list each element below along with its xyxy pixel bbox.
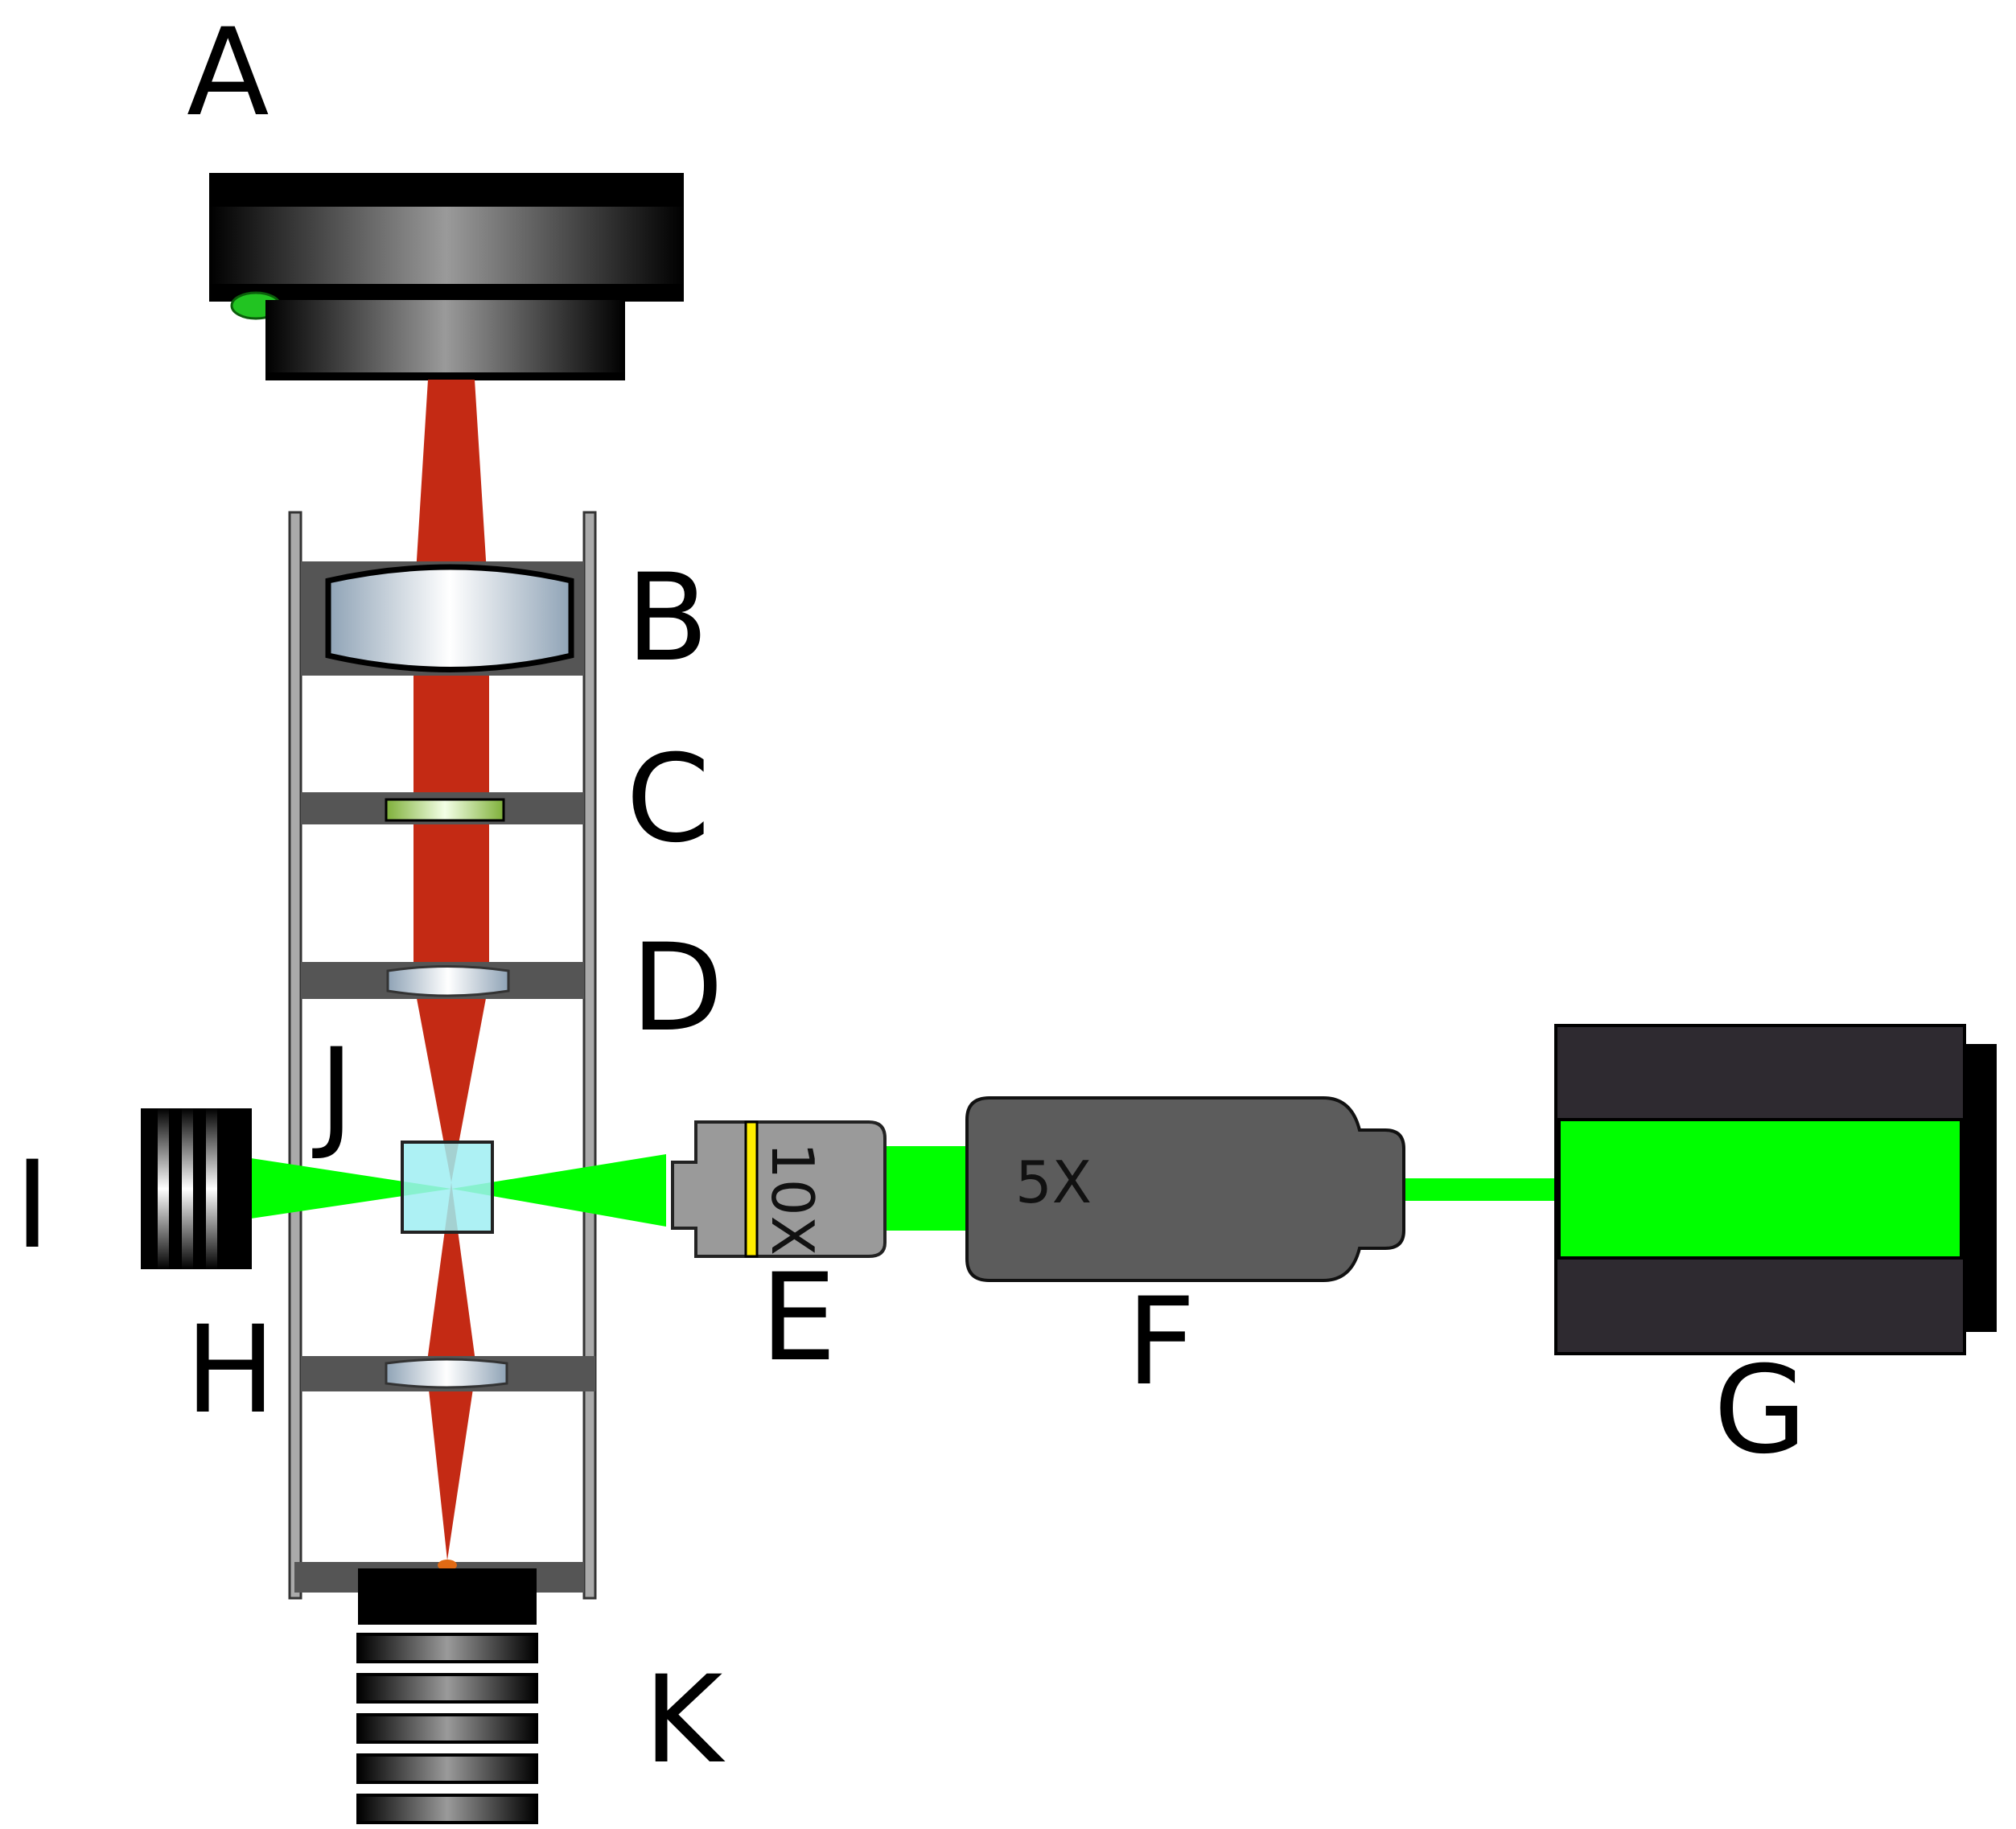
- component-k-source: [294, 1560, 584, 1824]
- component-f-objective: 5X: [965, 1096, 1405, 1282]
- label-f: F: [1126, 1272, 1195, 1412]
- label-i: I: [14, 1136, 50, 1276]
- label-b: B: [626, 549, 709, 688]
- component-c-filter: [301, 792, 584, 824]
- component-b-lens: [301, 561, 584, 676]
- green-beam: [251, 1146, 1561, 1231]
- component-labels: A B C D J I E F G H K: [14, 3, 1807, 1790]
- component-e-objective: 10X: [671, 1120, 887, 1258]
- objective-e-label: 10X: [759, 1142, 826, 1256]
- label-e: E: [760, 1248, 837, 1388]
- component-h-lens: [301, 1356, 595, 1391]
- component-a-camera: [209, 173, 684, 380]
- label-j: J: [312, 1023, 354, 1163]
- label-a: A: [187, 3, 269, 143]
- label-c: C: [626, 730, 710, 869]
- label-g: G: [1714, 1341, 1807, 1481]
- label-d: D: [631, 919, 724, 1058]
- component-j-beamsplitter-cube: [401, 1141, 494, 1234]
- label-k: K: [644, 1650, 726, 1790]
- component-i-source: [141, 1108, 252, 1269]
- component-g-camera: [1554, 1024, 1997, 1355]
- component-d-lens: [301, 962, 584, 999]
- cage-frame: [288, 511, 597, 1600]
- label-h: H: [185, 1301, 276, 1441]
- objective-f-label: 5X: [1015, 1149, 1092, 1216]
